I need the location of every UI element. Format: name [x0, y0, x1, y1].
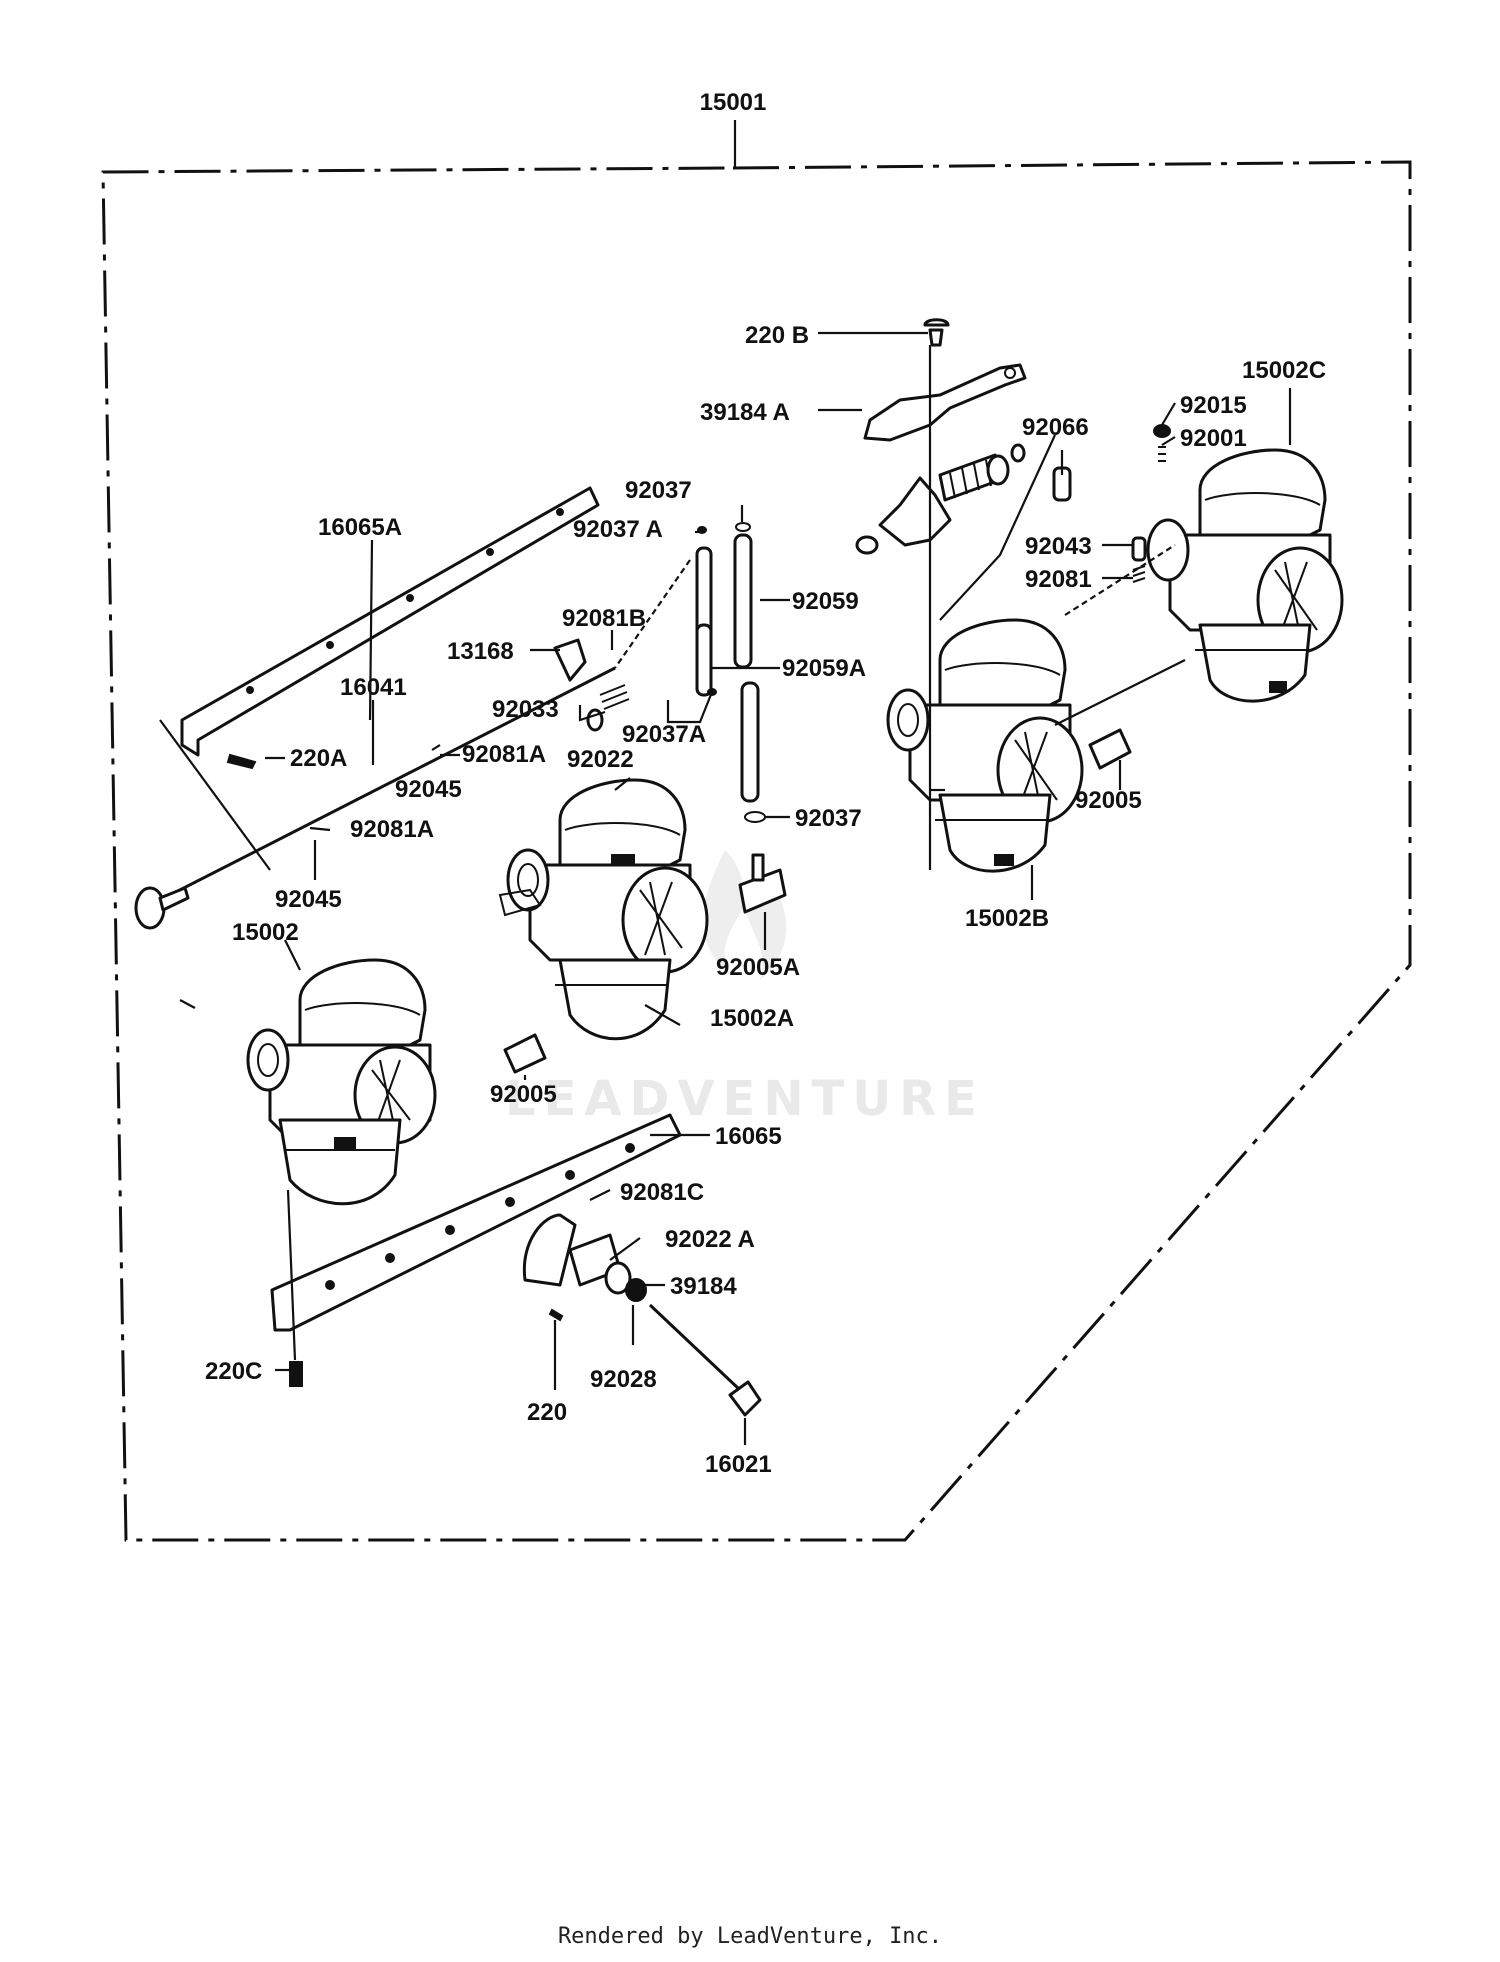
callout-92022A: 92022 A [665, 1226, 755, 1253]
callout-92045-2: 92045 [275, 886, 342, 913]
callout-13168: 13168 [447, 638, 514, 665]
callout-15002: 15002 [232, 919, 299, 946]
callout-220B: 220 B [745, 322, 809, 349]
callout-92081A-2: 92081A [350, 816, 434, 843]
callout-92033: 92033 [492, 696, 559, 723]
callout-39184A: 39184 A [700, 399, 790, 426]
footer-credit: Rendered by LeadVenture, Inc. [557, 1924, 943, 1949]
callout-92028: 92028 [590, 1366, 657, 1393]
callout-92045-1: 92045 [395, 776, 462, 803]
callout-16065A: 16065A [318, 514, 402, 541]
callout-92059A: 92059A [782, 655, 866, 682]
callout-92066: 92066 [1022, 414, 1089, 441]
fuel-fittings [503, 728, 1132, 1074]
vent-tubes [695, 522, 766, 823]
callout-16021: 16021 [705, 1451, 772, 1478]
callout-92081B: 92081B [562, 605, 646, 632]
callout-92059: 92059 [792, 588, 859, 615]
callout-92081C: 92081C [620, 1179, 704, 1206]
callout-15001: 15001 [700, 89, 767, 116]
callout-15002C: 15002C [1242, 357, 1326, 384]
carburetor-15002B [886, 618, 1084, 873]
carburetor-15002C [1146, 448, 1344, 703]
callout-92022: 92022 [567, 746, 634, 773]
throttle-lever-39184A [855, 318, 1027, 555]
callout-92037A-mid: 92037A [622, 721, 706, 748]
callout-92001: 92001 [1180, 425, 1247, 452]
carburetor-15002A [498, 778, 709, 1041]
bracket-16065 [270, 1113, 682, 1332]
callout-92081: 92081 [1025, 566, 1092, 593]
screws [226, 753, 303, 1387]
callout-92037-top: 92037 [625, 477, 692, 504]
callout-92015: 92015 [1180, 392, 1247, 419]
callout-92005-mid: 92005 [490, 1081, 557, 1108]
callout-92005-right: 92005 [1075, 787, 1142, 814]
callout-220A: 220A [290, 745, 347, 772]
callout-16065: 16065 [715, 1123, 782, 1150]
watermark-text: LEADVENTURE [505, 1071, 985, 1127]
callout-220C: 220C [205, 1358, 262, 1385]
bracket-16065A [180, 486, 600, 757]
callout-15002A: 15002A [710, 1005, 794, 1032]
leader-lines [159, 331, 1292, 1445]
callout-16041: 16041 [340, 674, 407, 701]
callout-92043: 92043 [1025, 533, 1092, 560]
idle-adjuster-assembly [522, 1213, 762, 1417]
callout-92037A-top: 92037 A [573, 516, 663, 543]
callout-92005A: 92005A [716, 954, 800, 981]
callout-39184: 39184 [670, 1273, 737, 1300]
callout-220: 220 [527, 1399, 567, 1426]
callout-92081A-1: 92081A [462, 741, 546, 768]
carburetor-15002 [246, 958, 437, 1206]
choke-rod-16041 [134, 666, 616, 930]
callout-labels: 15001 220 B 39184 A 92066 15002C 92015 9… [205, 89, 1326, 1478]
callout-92037-bottom: 92037 [795, 805, 862, 832]
lever-13168 [553, 638, 630, 732]
assembly-frame [101, 120, 1412, 1542]
callout-15002B: 15002B [965, 905, 1049, 932]
